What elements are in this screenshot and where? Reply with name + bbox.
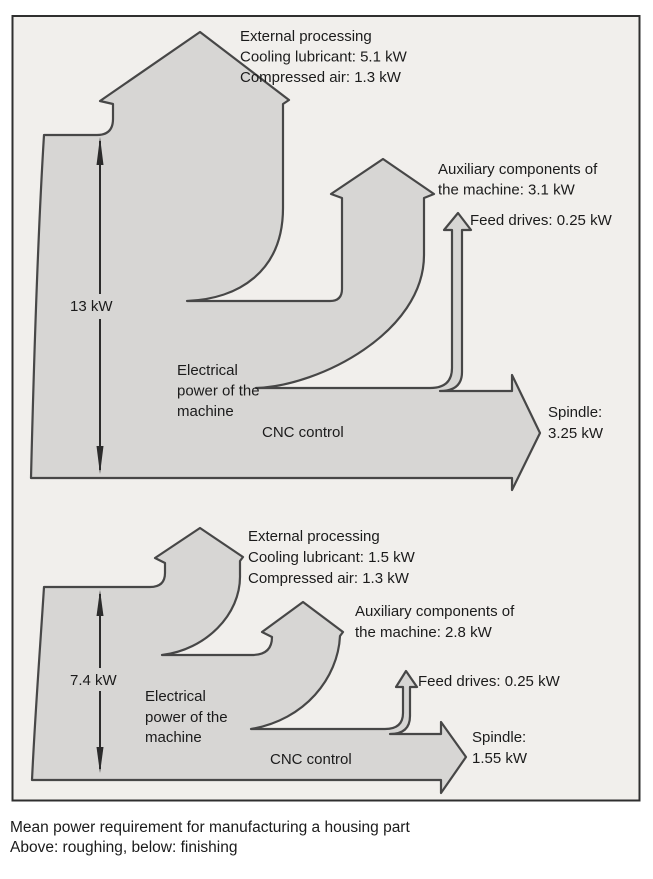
finishing-cnc-label: CNC control <box>270 751 352 768</box>
finishing-input-dimension-arrow <box>96 590 104 773</box>
roughing-cooling-value: Cooling lubricant: 5.1 kW <box>240 49 408 66</box>
roughing-spindle-value: 3.25 kW <box>548 425 604 442</box>
arrow-down-icon <box>96 446 104 474</box>
finishing-auxiliary-label: Auxiliary components of <box>355 603 515 620</box>
roughing-cnc-label: CNC control <box>262 424 344 441</box>
roughing-auxiliary-value: the machine: 3.1 kW <box>438 182 576 199</box>
roughing-feed-drives-value: Feed drives: 0.25 kW <box>470 212 613 229</box>
finishing-auxiliary-value: the machine: 2.8 kW <box>355 624 493 641</box>
roughing-source-label: Electrical <box>177 362 238 379</box>
finishing-source-label: Electrical <box>145 688 206 705</box>
arrow-up-icon <box>96 590 104 616</box>
roughing-external-label: External processing <box>240 28 372 45</box>
finishing-flow-shape <box>30 526 468 795</box>
arrow-down-icon <box>96 747 104 773</box>
finishing-cooling-value: Cooling lubricant: 1.5 kW <box>248 549 416 566</box>
finishing-compressed-air-value: Compressed air: 1.3 kW <box>248 570 410 587</box>
arrow-up-icon <box>96 137 104 165</box>
finishing-diagram: External processing Cooling lubricant: 1… <box>30 526 561 795</box>
finishing-source-label-2: power of the <box>145 709 228 726</box>
finishing-spindle-label: Spindle: <box>472 729 526 746</box>
caption-line-2: Above: roughing, below: finishing <box>10 839 237 856</box>
finishing-external-label: External processing <box>248 528 380 545</box>
roughing-auxiliary-label: Auxiliary components of <box>438 161 598 178</box>
roughing-source-label-2: power of the <box>177 383 260 400</box>
finishing-feed-drives-value: Feed drives: 0.25 kW <box>418 673 561 690</box>
roughing-spindle-label: Spindle: <box>548 404 602 421</box>
roughing-diagram: External processing Cooling lubricant: 5… <box>29 28 613 492</box>
figure-caption: Mean power requirement for manufacturing… <box>10 819 410 856</box>
roughing-flow-shape <box>29 30 542 492</box>
roughing-source-label-3: machine <box>177 403 234 420</box>
finishing-input-total: 7.4 kW <box>70 672 118 689</box>
roughing-input-dimension-arrow <box>96 137 104 474</box>
finishing-source-label-3: machine <box>145 729 202 746</box>
finishing-spindle-value: 1.55 kW <box>472 750 528 767</box>
roughing-compressed-air-value: Compressed air: 1.3 kW <box>240 69 402 86</box>
roughing-input-total: 13 kW <box>70 298 113 315</box>
caption-line-1: Mean power requirement for manufacturing… <box>10 819 410 836</box>
